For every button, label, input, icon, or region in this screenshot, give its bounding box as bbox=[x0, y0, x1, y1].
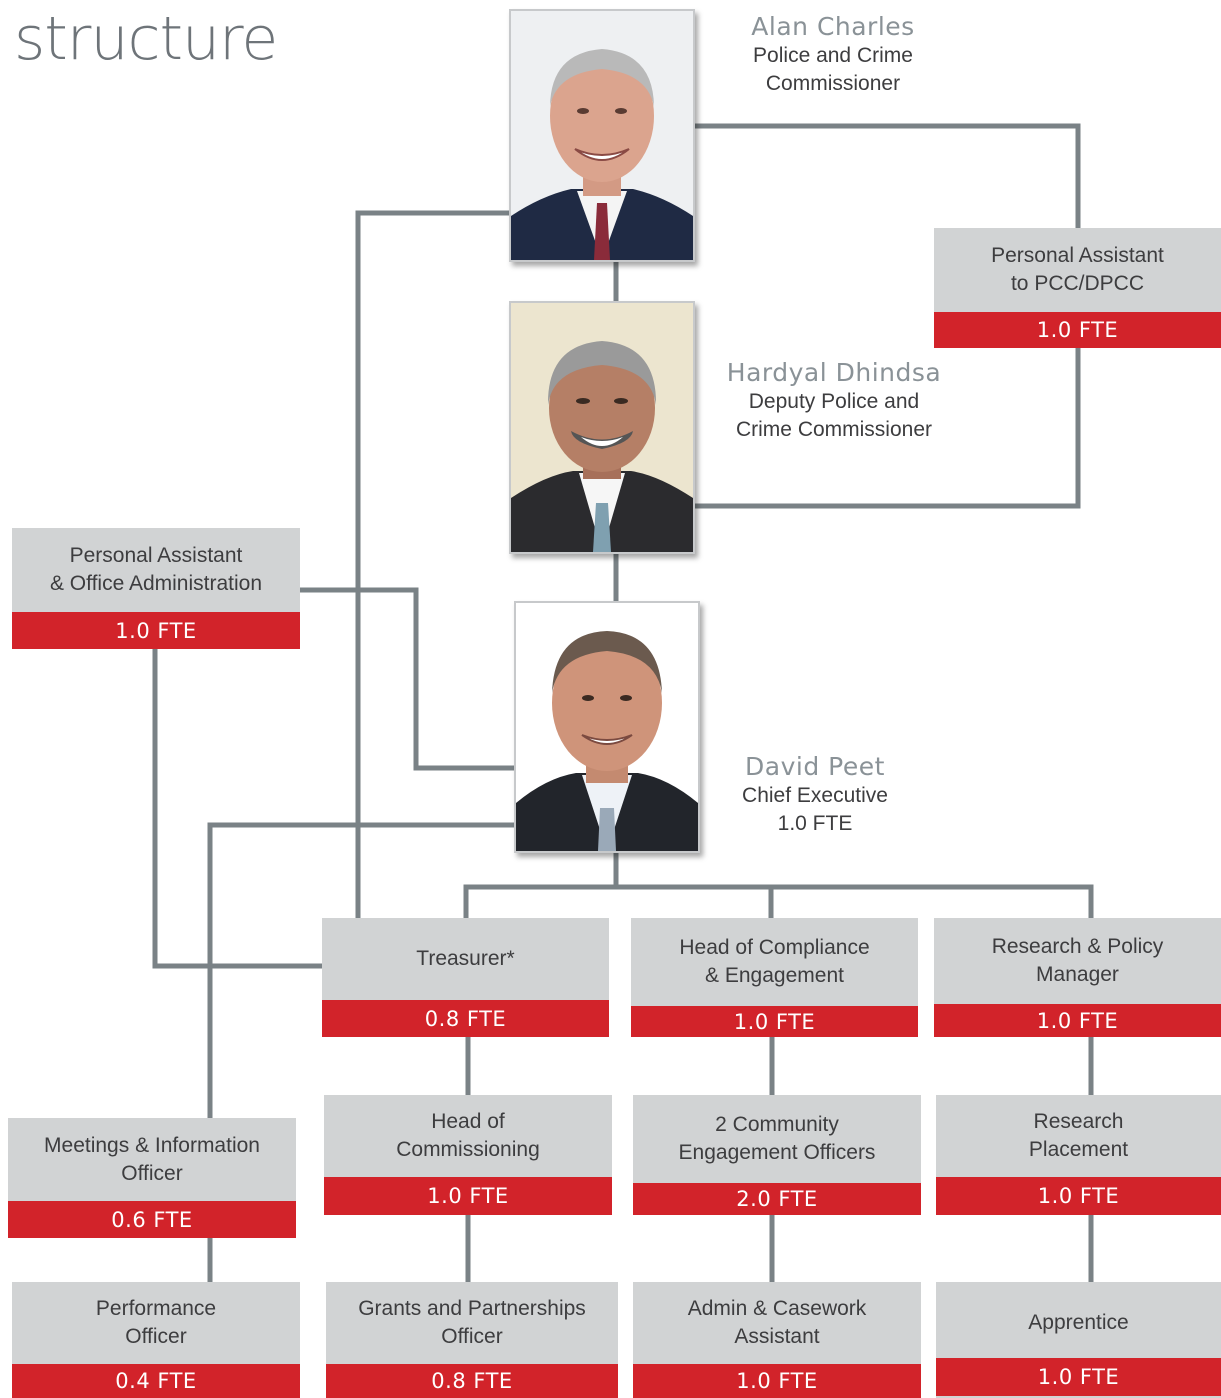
role-label: Treasurer* bbox=[416, 947, 515, 970]
fte-badge: 0.6 FTE bbox=[8, 1201, 296, 1238]
dpcc-info: Hardyal Dhindsa Deputy Police and Crime … bbox=[700, 358, 968, 444]
ceo-role: Chief Executive 1.0 FTE bbox=[742, 784, 888, 835]
role-box-grants-officer: Grants and Partnerships Officer 0.8 FTE bbox=[326, 1282, 618, 1398]
pcc-name: Alan Charles bbox=[751, 12, 915, 41]
role-box-pa-office: Personal Assistant & Office Administrati… bbox=[12, 528, 300, 649]
role-label: Head of Compliance & Engagement bbox=[679, 936, 870, 987]
role-label: 2 Community Engagement Officers bbox=[678, 1113, 876, 1164]
role-box-pa-pcc: Personal Assistant to PCC/DPCC 1.0 FTE bbox=[934, 228, 1221, 348]
fte-badge: 1.0 FTE bbox=[633, 1364, 921, 1398]
role-label: Head of Commissioning bbox=[396, 1110, 540, 1161]
role-box-treasurer: Treasurer* 0.8 FTE bbox=[322, 918, 609, 1037]
page-title: structure bbox=[14, 4, 278, 74]
role-box-research-placement: Research Placement 1.0 FTE bbox=[936, 1095, 1221, 1215]
role-label: Research Placement bbox=[1028, 1110, 1129, 1161]
fte-badge: 1.0 FTE bbox=[936, 1358, 1221, 1396]
role-box-head-commissioning: Head of Commissioning 1.0 FTE bbox=[324, 1095, 612, 1215]
role-box-community-officers: 2 Community Engagement Officers 2.0 FTE bbox=[633, 1095, 921, 1215]
alan-charles-photo bbox=[509, 9, 695, 262]
role-label: Meetings & Information Officer bbox=[44, 1133, 260, 1185]
fte-badge: 1.0 FTE bbox=[324, 1177, 612, 1215]
role-box-head-compliance: Head of Compliance & Engagement 1.0 FTE bbox=[631, 918, 918, 1037]
role-label: Research & Policy Manager bbox=[991, 935, 1164, 986]
role-label: Admin & Casework Assistant bbox=[687, 1297, 867, 1348]
role-box-apprentice: Apprentice 1.0 FTE bbox=[936, 1282, 1221, 1398]
ceo-info: David Peet Chief Executive 1.0 FTE bbox=[695, 752, 935, 838]
fte-badge: 0.8 FTE bbox=[322, 1000, 609, 1037]
pcc-info: Alan Charles Police and Crime Commission… bbox=[713, 12, 953, 98]
fte-badge: 1.0 FTE bbox=[934, 312, 1221, 348]
fte-badge: 1.0 FTE bbox=[631, 1006, 918, 1037]
hardyal-dhindsa-photo bbox=[509, 301, 695, 554]
role-box-admin-assistant: Admin & Casework Assistant 1.0 FTE bbox=[633, 1282, 921, 1398]
fte-badge: 1.0 FTE bbox=[934, 1004, 1221, 1037]
fte-badge: 0.8 FTE bbox=[326, 1364, 618, 1398]
role-label: Apprentice bbox=[1028, 1311, 1129, 1334]
fte-badge: 2.0 FTE bbox=[633, 1183, 921, 1215]
role-box-meetings-officer: Meetings & Information Officer 0.6 FTE bbox=[8, 1118, 296, 1238]
dpcc-role: Deputy Police and Crime Commissioner bbox=[735, 390, 933, 441]
role-label: Personal Assistant & Office Administrati… bbox=[49, 544, 263, 595]
role-box-research-manager: Research & Policy Manager 1.0 FTE bbox=[934, 918, 1221, 1037]
role-label: Performance Officer bbox=[95, 1297, 217, 1348]
role-label: Grants and Partnerships Officer bbox=[358, 1297, 586, 1348]
fte-badge: 1.0 FTE bbox=[12, 612, 300, 649]
david-peet-photo bbox=[514, 601, 700, 853]
role-label: Personal Assistant to PCC/DPCC bbox=[991, 244, 1164, 295]
role-box-performance-officer: Performance Officer 0.4 FTE bbox=[12, 1282, 300, 1398]
ceo-name: David Peet bbox=[745, 752, 885, 781]
fte-badge: 1.0 FTE bbox=[936, 1177, 1221, 1215]
dpcc-name: Hardyal Dhindsa bbox=[726, 358, 942, 387]
fte-badge: 0.4 FTE bbox=[12, 1364, 300, 1398]
pcc-role: Police and Crime Commissioner bbox=[753, 44, 913, 95]
